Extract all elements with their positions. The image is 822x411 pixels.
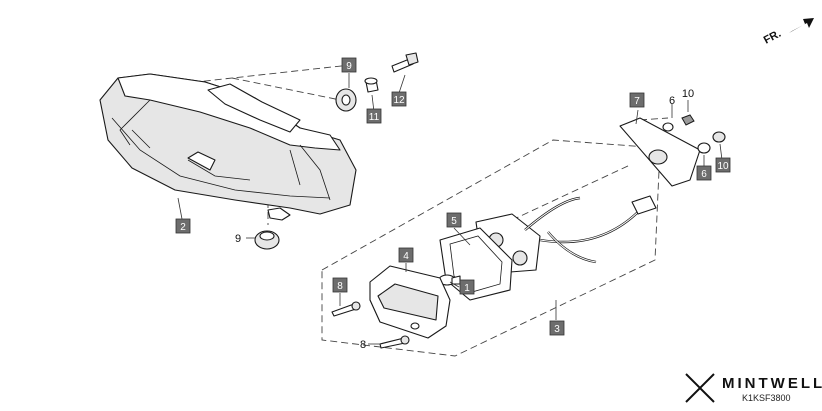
callout-label: 6 — [701, 169, 707, 180]
brand-logo-icon — [685, 373, 715, 403]
front-arrow-icon — [789, 18, 814, 33]
callout-8: 8 — [360, 339, 366, 351]
callout-label: 10 — [682, 88, 694, 100]
callout-10: 10 — [715, 157, 731, 173]
callout-10: 10 — [682, 88, 694, 100]
assembly-guide-line — [639, 117, 669, 121]
leader-lines — [177, 73, 723, 345]
brand-logo: MINTWELL — [685, 373, 822, 403]
callout-label: 2 — [180, 222, 186, 233]
callout-label: 4 — [403, 251, 409, 262]
callout-9: 9 — [341, 57, 357, 73]
assembly-outline — [321, 139, 661, 357]
callout-label: 9 — [346, 61, 352, 72]
grommet-lower — [254, 230, 280, 250]
callout-label: 3 — [554, 324, 560, 335]
callout-label: 1 — [464, 283, 470, 294]
callout-label: 11 — [369, 112, 380, 123]
callout-label: 6 — [669, 95, 675, 107]
callout-4: 4 — [398, 247, 414, 263]
screw-bottom — [379, 335, 410, 349]
bolt-upper — [391, 52, 419, 73]
callout-label: 5 — [451, 216, 457, 227]
assembly-guide-line — [511, 164, 631, 221]
callout-label: 10 — [717, 161, 729, 172]
callout-6: 6 — [696, 165, 712, 181]
callout-label: 9 — [235, 233, 241, 245]
grommet-upper — [335, 88, 357, 112]
assembly-guide-line — [231, 77, 351, 103]
callout-8: 8 — [332, 277, 348, 293]
callout-9: 9 — [235, 233, 241, 245]
callout-7: 7 — [629, 92, 645, 108]
callout-5: 5 — [446, 212, 462, 228]
rear-cowl-assembly — [99, 73, 357, 221]
front-direction-marker: FR. — [762, 18, 814, 47]
callout-3: 3 — [549, 320, 565, 336]
callout-label: 8 — [360, 339, 366, 351]
callout-label: 12 — [393, 95, 405, 106]
callout-11: 11 — [366, 108, 382, 124]
callout-6: 6 — [669, 95, 675, 107]
collar-upper — [364, 77, 379, 93]
diagram-code: K1KSF3800 — [742, 393, 791, 403]
callout-12: 12 — [391, 91, 407, 107]
screw-left — [331, 301, 361, 317]
assembly-guide-line — [159, 64, 351, 87]
callout-2: 2 — [175, 218, 191, 234]
callout-label: 7 — [634, 96, 640, 107]
front-direction-label: FR. — [762, 28, 783, 47]
callout-label: 8 — [337, 281, 343, 292]
brand-name: MINTWELL — [722, 375, 822, 392]
bracket-plate — [619, 117, 701, 187]
lens-assembly — [369, 265, 451, 339]
callout-1: 1 — [459, 279, 475, 295]
nut-small — [681, 114, 726, 154]
